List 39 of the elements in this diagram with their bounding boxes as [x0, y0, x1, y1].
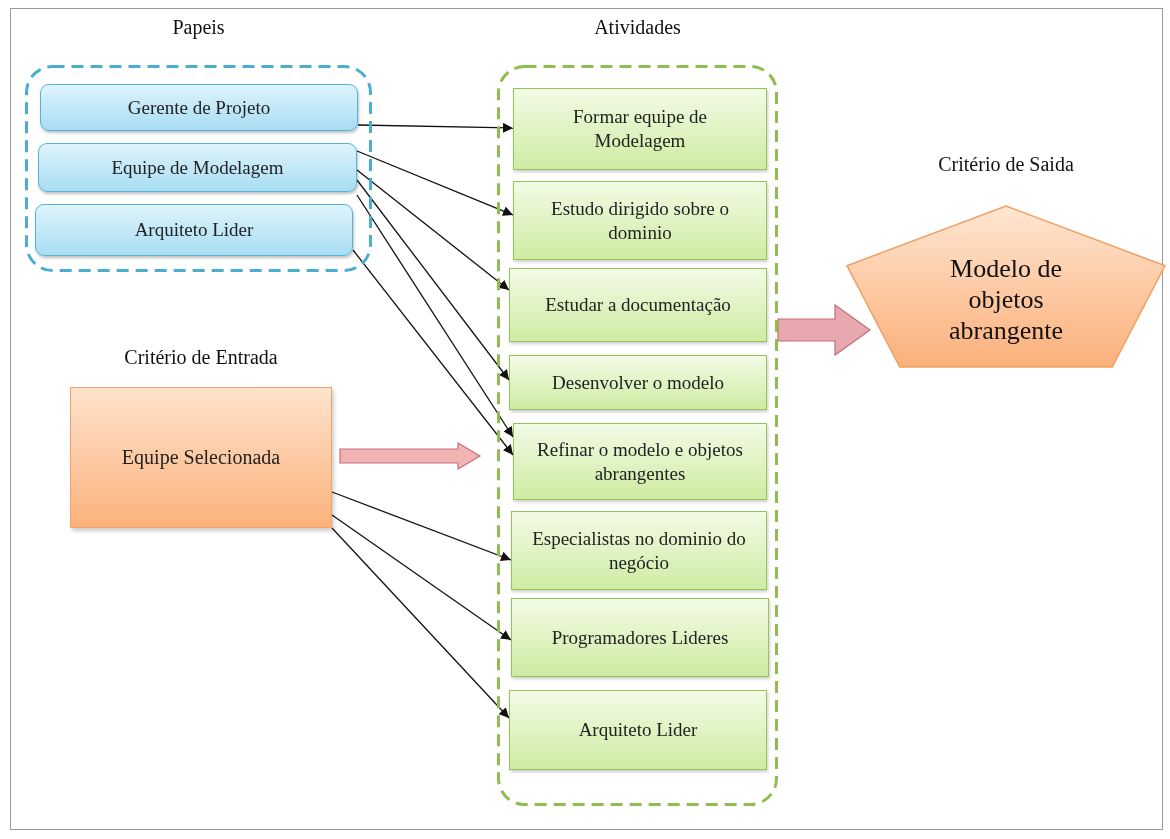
section-heading: Critério de Saida — [937, 153, 1075, 176]
shape-text: Modelo de objetos abrangente — [947, 253, 1064, 347]
activity-box — [509, 268, 767, 342]
box-text: Programadores Lideres — [551, 625, 729, 650]
box-text: Formar equipe de Modelagem — [572, 105, 708, 153]
box-text: Equipe de Modelagem — [111, 155, 284, 180]
section-heading: Atividades — [593, 16, 682, 39]
box-text: Especialistas no dominio do negócio — [531, 526, 747, 575]
box-text: Arquiteto Lider — [134, 218, 254, 242]
arrow — [356, 169, 510, 291]
box-text: Desenvolver o modelo — [552, 370, 724, 395]
box-text: Equipe Selecionada — [121, 446, 281, 469]
section-heading: Critério de Entrada — [123, 346, 279, 369]
arrow — [356, 179, 510, 381]
role-box — [40, 84, 358, 131]
box-text: Arquiteto Lider — [578, 718, 698, 742]
role-box — [35, 204, 353, 256]
role-box — [38, 143, 357, 192]
arrow — [331, 527, 510, 719]
activity-box — [509, 355, 767, 410]
activity-box — [509, 690, 767, 770]
arrow — [357, 122, 514, 133]
box-text: Estudo dirigido sobre o dominio — [550, 196, 730, 245]
activity-box — [513, 88, 767, 170]
activity-box — [511, 511, 767, 590]
arrow — [352, 249, 514, 456]
arrow — [331, 514, 512, 641]
arrow — [356, 194, 514, 438]
box-text: Estudar a documentação — [545, 293, 731, 317]
activity-box — [513, 181, 767, 260]
activity-box — [513, 423, 767, 500]
arrow — [356, 150, 514, 216]
box-text: Refinar o modelo e objetos abrangentes — [536, 437, 744, 486]
activity-box — [511, 598, 769, 677]
box-text: Gerente de Projeto — [127, 95, 271, 120]
block-arrow — [339, 441, 482, 471]
arrow — [331, 491, 512, 562]
section-heading: Papeis — [171, 16, 226, 39]
block-arrow — [777, 303, 872, 357]
